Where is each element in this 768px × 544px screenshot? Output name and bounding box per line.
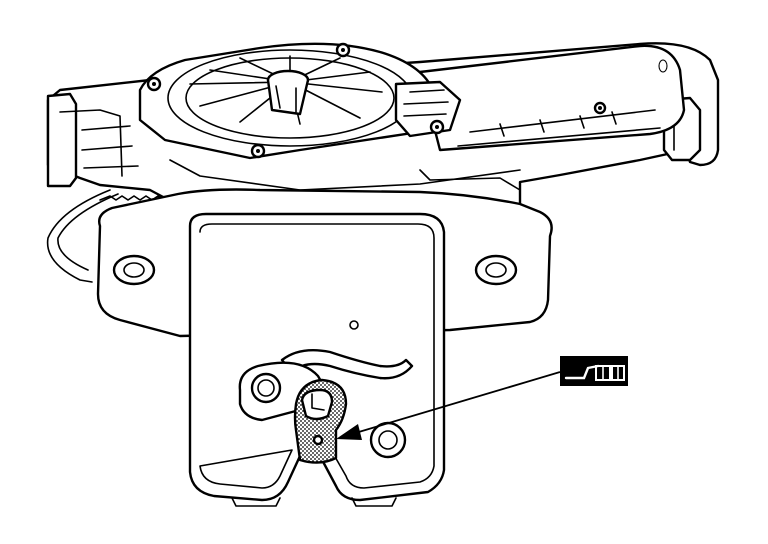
plate-rivet: [369, 421, 407, 459]
actuator-housing: [46, 42, 720, 214]
housing-screws: [146, 42, 607, 159]
latch-striker-pivot: [293, 378, 348, 464]
release-cable: [46, 189, 111, 283]
latch-pin-hole: [349, 320, 359, 330]
lever-pivot-hole: [250, 372, 282, 404]
housing-left-clip: [46, 92, 78, 188]
latch-fork: [280, 349, 414, 380]
motor-can: [418, 44, 686, 152]
mount-hole-right: [474, 254, 518, 286]
callout-arrow: [336, 371, 561, 440]
mount-hole-left: [112, 254, 156, 286]
lubricate-symbol-icon: [560, 356, 628, 386]
